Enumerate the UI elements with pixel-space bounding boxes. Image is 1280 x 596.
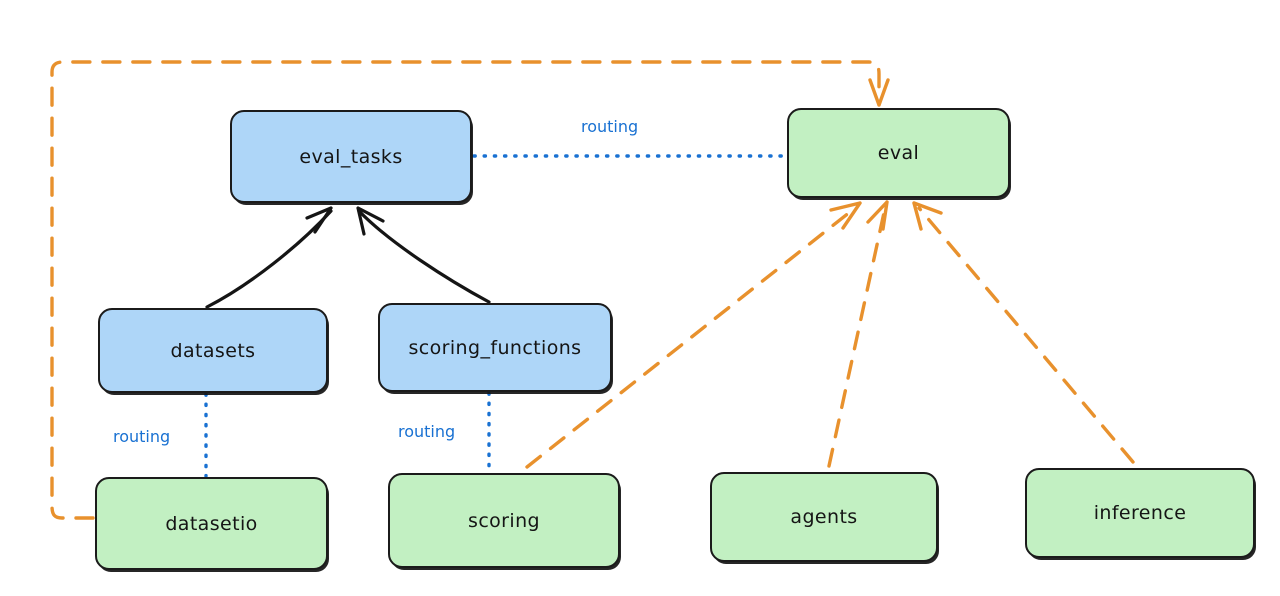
node-label-eval-tasks: eval_tasks [299, 145, 403, 168]
edge-datasets-to-eval-tasks [205, 206, 333, 309]
node-scoring[interactable]: scoring [388, 473, 620, 568]
node-inference[interactable]: inference [1025, 468, 1255, 558]
edge-label-routing-scoring-functions: routing [398, 422, 456, 441]
edge-scoring-functions-to-eval-tasks [356, 206, 491, 304]
node-eval[interactable]: eval [787, 108, 1010, 198]
node-agents[interactable]: agents [710, 472, 938, 562]
node-label-datasets: datasets [170, 339, 256, 362]
node-label-agents: agents [790, 506, 858, 528]
edge-label-routing-eval-tasks: routing [581, 117, 639, 136]
node-datasetio[interactable]: datasetio [95, 477, 328, 570]
node-label-scoring: scoring [468, 509, 540, 532]
node-datasets[interactable]: datasets [98, 308, 328, 393]
node-label-eval: eval [877, 142, 920, 164]
node-scoring-functions[interactable]: scoring_functions [378, 303, 612, 392]
edge-label-routing-datasets: routing [113, 427, 171, 446]
edge-agents-to-eval [827, 200, 889, 468]
node-eval-tasks[interactable]: eval_tasks [230, 110, 472, 203]
edge-inference-to-eval [912, 201, 1135, 464]
node-label-scoring-functions: scoring_functions [408, 336, 582, 359]
node-label-datasetio: datasetio [165, 512, 258, 535]
node-label-inference: inference [1093, 502, 1187, 524]
